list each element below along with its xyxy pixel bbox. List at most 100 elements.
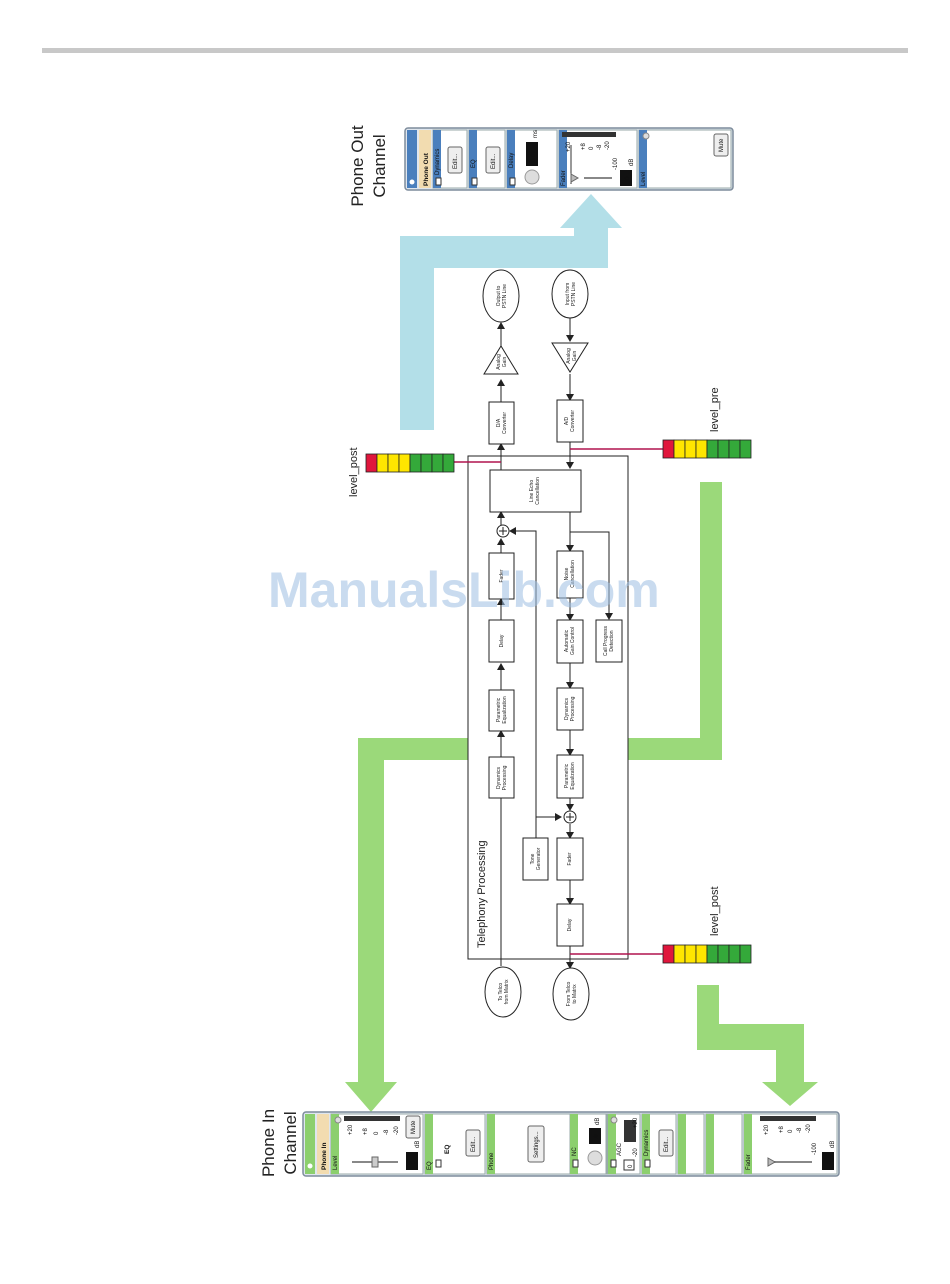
svg-text:AutomaticGain Control: AutomaticGain Control bbox=[564, 627, 576, 655]
meter-segment bbox=[365, 453, 378, 473]
delay-knob[interactable] bbox=[524, 169, 540, 185]
svg-text:Input fromPSTN Line: Input fromPSTN Line bbox=[565, 282, 577, 306]
meter-segment bbox=[662, 439, 675, 459]
fader-tick: +20 bbox=[566, 141, 572, 152]
noise-cancellation-block: NoiseCancellation bbox=[556, 550, 584, 599]
fader-value-box[interactable] bbox=[822, 1152, 834, 1170]
level-value: 0 bbox=[411, 1160, 417, 1164]
sum-junction bbox=[563, 810, 577, 824]
nc-knob[interactable] bbox=[587, 1150, 603, 1166]
agc-toggle[interactable] bbox=[610, 1159, 617, 1168]
call-progress-detection-block: Call ProgressDetection bbox=[595, 619, 623, 663]
fader-tick: +8 bbox=[581, 142, 587, 150]
eq-edit-button[interactable] bbox=[485, 146, 501, 174]
eq-toggle[interactable] bbox=[471, 177, 478, 186]
settings-button[interactable] bbox=[527, 1125, 545, 1163]
svg-text:A/DConverter: A/DConverter bbox=[564, 410, 576, 432]
eq-edit-button[interactable] bbox=[465, 1129, 481, 1157]
svg-text:Delay: Delay bbox=[499, 634, 505, 647]
svg-text:To Telcofrom Matrix: To Telcofrom Matrix bbox=[498, 979, 510, 1005]
mute-label: Mute bbox=[411, 1120, 417, 1134]
meter-segment bbox=[695, 944, 708, 964]
svg-text:DynamicsProcessing: DynamicsProcessing bbox=[564, 696, 576, 721]
meter-segment bbox=[706, 944, 719, 964]
agc-tick: -20 bbox=[633, 1148, 639, 1157]
agc-block: AutomaticGain Control bbox=[556, 619, 584, 664]
fader-value-box[interactable] bbox=[620, 170, 632, 186]
level-post-label-bottom: level_post bbox=[709, 886, 721, 936]
delay-toggle[interactable] bbox=[509, 177, 516, 186]
agc-section-label: AGC bbox=[617, 1142, 623, 1156]
phone-out-section-label: Phone Out bbox=[423, 152, 430, 186]
agc-value: 0 bbox=[628, 1164, 634, 1168]
mute-button[interactable] bbox=[405, 1115, 421, 1139]
fader-handle[interactable] bbox=[570, 173, 580, 183]
level-unit: dB bbox=[415, 1141, 421, 1148]
level-value-box[interactable] bbox=[406, 1152, 418, 1170]
meter-segment bbox=[673, 439, 686, 459]
delay-value-box[interactable] bbox=[526, 142, 538, 166]
level-handle[interactable] bbox=[371, 1156, 379, 1168]
dynamics-section-label: Dynamics bbox=[644, 1130, 650, 1156]
agc-value-box[interactable] bbox=[623, 1159, 635, 1171]
tone-generator-block: ToneGenerator bbox=[522, 837, 549, 881]
fader-meter-bar bbox=[760, 1116, 816, 1121]
dynamics-toggle[interactable] bbox=[644, 1159, 651, 1168]
eq-section-label: EQ bbox=[427, 1161, 433, 1170]
meter-segment bbox=[706, 439, 719, 459]
phone-section-label: Phone bbox=[489, 1152, 495, 1170]
fader-meter-bar bbox=[562, 132, 616, 137]
green-flow-arrow-right-upper bbox=[628, 482, 722, 760]
green-flow-arrow-left bbox=[345, 738, 468, 1112]
dynamics-edit-button[interactable] bbox=[658, 1129, 674, 1157]
eq-toggle[interactable] bbox=[435, 1159, 442, 1168]
fader-unit: dB bbox=[629, 159, 635, 166]
fader-tick: 0 bbox=[788, 1129, 794, 1133]
parametric-eq-block-right: ParametricEqualization bbox=[556, 754, 584, 799]
meter-segment bbox=[739, 439, 752, 459]
fader-tick: -100 bbox=[613, 157, 619, 170]
fader-tick: -100 bbox=[812, 1142, 818, 1155]
dynamics-section-label: Dynamics bbox=[435, 149, 441, 175]
svg-text:Delay: Delay bbox=[567, 918, 573, 931]
meter-segment bbox=[728, 944, 741, 964]
delay-section-label: Delay bbox=[509, 153, 515, 168]
eq-edit-label: Edit... bbox=[471, 1136, 477, 1152]
dynamics-toggle[interactable] bbox=[435, 177, 442, 186]
level-meter-post-top bbox=[365, 453, 455, 473]
nc-value: 10 bbox=[594, 1134, 600, 1141]
level-tick: 0 bbox=[374, 1131, 380, 1135]
wire bbox=[570, 531, 613, 620]
agc-tick: +20 bbox=[633, 1117, 639, 1128]
section-title: Telephony Processing bbox=[476, 840, 488, 948]
dynamics-edit-label: Edit... bbox=[453, 153, 459, 169]
meter-segment bbox=[739, 944, 752, 964]
nc-value-box[interactable] bbox=[589, 1128, 601, 1144]
dynamics-edit-button[interactable] bbox=[447, 146, 463, 174]
svg-text:Output toPSTN Line: Output toPSTN Line bbox=[496, 284, 508, 308]
nc-toggle[interactable] bbox=[572, 1159, 579, 1168]
meter-segment bbox=[662, 944, 675, 964]
mute-button[interactable] bbox=[713, 133, 729, 157]
delay-block-right: Delay bbox=[556, 903, 584, 947]
meter-segment bbox=[376, 453, 389, 473]
settings-label: Settings... bbox=[534, 1131, 540, 1158]
svg-text:Fader: Fader bbox=[567, 852, 573, 865]
level-tick: -8 bbox=[384, 1129, 390, 1135]
eq-edit-label: Edit... bbox=[491, 153, 497, 169]
telephony-processing-frame bbox=[467, 455, 629, 960]
phone-in-panel: Phone In Level +20 +8 0 -8 -20 Mute 0 dB… bbox=[302, 1111, 840, 1177]
fader-handle[interactable] bbox=[767, 1157, 777, 1167]
mute-label: Mute bbox=[719, 138, 725, 152]
blue-flow-arrow bbox=[400, 194, 622, 430]
meter-segment bbox=[387, 453, 400, 473]
dynamics-edit-label: Edit... bbox=[664, 1136, 670, 1152]
delay-value: 0.00 bbox=[531, 150, 537, 162]
to-telco-terminal: To Telcofrom Matrix bbox=[484, 966, 522, 1018]
level-meter-pre bbox=[662, 439, 752, 459]
line-echo-cancellation-block: Line EchoCancellation bbox=[489, 469, 582, 513]
analog-gain-left: AnalogGain bbox=[483, 345, 519, 375]
level-meter-post-bottom bbox=[662, 944, 752, 964]
da-converter-block: D/AConverter bbox=[488, 401, 515, 445]
